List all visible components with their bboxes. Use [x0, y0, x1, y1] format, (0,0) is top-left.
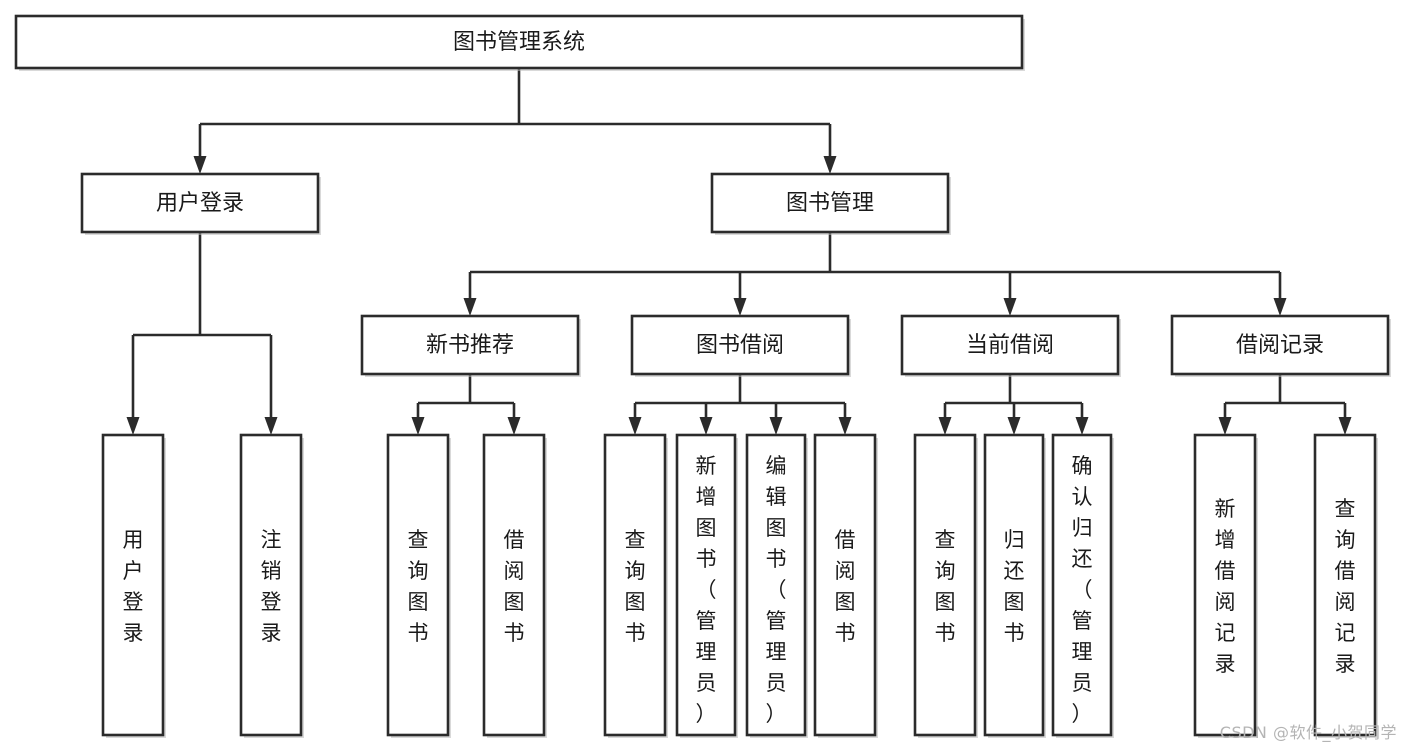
node-l-query3[interactable]: 查询图书 — [913, 433, 978, 738]
arrow-head-icon — [938, 417, 952, 435]
node-l-query2[interactable]: 查询图书 — [603, 433, 668, 738]
node-label: 用户登录 — [123, 528, 144, 645]
edge-group-login — [126, 232, 278, 435]
node-label: 注销登录 — [261, 528, 282, 645]
node-l-login[interactable]: 用户登录 — [101, 433, 166, 738]
node-label: 查询图书 — [408, 528, 429, 645]
node-newbook[interactable]: 新书推荐 — [360, 314, 581, 377]
edge-group-root — [193, 68, 837, 174]
node-box[interactable] — [239, 433, 303, 737]
node-label: 借阅记录 — [1236, 333, 1324, 358]
edges-layer — [126, 68, 1352, 435]
node-bookmgmt[interactable]: 图书管理 — [710, 172, 951, 235]
arrow-head-icon — [769, 417, 783, 435]
arrow-head-icon — [264, 417, 278, 435]
node-label: 新书推荐 — [426, 333, 514, 358]
node-l-borrow2[interactable]: 借阅图书 — [813, 433, 878, 738]
node-box[interactable] — [745, 433, 807, 737]
node-l-queryrec[interactable]: 查询借阅记录 — [1313, 433, 1378, 738]
arrow-head-icon — [507, 417, 521, 435]
node-borrow[interactable]: 图书借阅 — [630, 314, 851, 377]
node-label: 新增借阅记录 — [1215, 497, 1236, 676]
node-l-edit[interactable]: 编辑图书（管理员） — [745, 433, 808, 738]
node-box[interactable] — [1170, 314, 1390, 376]
node-records[interactable]: 借阅记录 — [1170, 314, 1391, 377]
node-box[interactable] — [101, 433, 165, 737]
arrow-head-icon — [1338, 417, 1352, 435]
edge-group-bookmgmt — [463, 232, 1287, 316]
node-label: 图书借阅 — [696, 333, 784, 358]
watermark-label: CSDN @软件_小贺同学 — [1219, 723, 1397, 742]
node-box[interactable] — [14, 14, 1024, 70]
node-label: 图书管理系统 — [453, 30, 585, 55]
node-label: 确认归还（管理员） — [1072, 454, 1093, 726]
node-box[interactable] — [360, 314, 580, 376]
node-box[interactable] — [1313, 433, 1377, 737]
node-l-query1[interactable]: 查询图书 — [386, 433, 451, 738]
node-l-logout[interactable]: 注销登录 — [239, 433, 304, 738]
node-box[interactable] — [710, 172, 950, 234]
node-box[interactable] — [386, 433, 450, 737]
arrow-head-icon — [126, 417, 140, 435]
node-l-return[interactable]: 归还图书 — [983, 433, 1046, 738]
node-label: 查询图书 — [625, 528, 646, 645]
node-box[interactable] — [1193, 433, 1257, 737]
arrow-head-icon — [1218, 417, 1232, 435]
arrow-head-icon — [1003, 298, 1017, 316]
node-l-confirm[interactable]: 确认归还（管理员） — [1051, 433, 1114, 738]
node-box[interactable] — [482, 433, 546, 737]
node-label: 查询图书 — [935, 528, 956, 645]
node-label: 借阅图书 — [835, 528, 856, 645]
arrow-head-icon — [1007, 417, 1021, 435]
node-current[interactable]: 当前借阅 — [900, 314, 1121, 377]
node-box[interactable] — [603, 433, 667, 737]
node-login[interactable]: 用户登录 — [80, 172, 321, 235]
arrow-head-icon — [411, 417, 425, 435]
node-l-borrow1[interactable]: 借阅图书 — [482, 433, 547, 738]
node-box[interactable] — [900, 314, 1120, 376]
node-label: 新增图书（管理员） — [696, 454, 717, 726]
node-label: 借阅图书 — [504, 528, 525, 645]
arrow-head-icon — [1075, 417, 1089, 435]
arrow-head-icon — [1273, 298, 1287, 316]
nodes-layer: 图书管理系统用户登录图书管理新书推荐图书借阅当前借阅借阅记录用户登录注销登录查询… — [14, 14, 1391, 738]
node-box[interactable] — [813, 433, 877, 737]
arrow-head-icon — [733, 298, 747, 316]
arrow-head-icon — [823, 156, 837, 174]
node-label: 查询借阅记录 — [1335, 497, 1356, 676]
node-box[interactable] — [913, 433, 977, 737]
node-root[interactable]: 图书管理系统 — [14, 14, 1025, 71]
arrow-head-icon — [628, 417, 642, 435]
node-label: 当前借阅 — [966, 333, 1054, 358]
node-box[interactable] — [630, 314, 850, 376]
node-box[interactable] — [675, 433, 737, 737]
node-box[interactable] — [80, 172, 320, 234]
arrow-head-icon — [193, 156, 207, 174]
node-box[interactable] — [983, 433, 1045, 737]
node-label: 编辑图书（管理员） — [766, 454, 787, 726]
edge-group-records — [1218, 374, 1352, 435]
node-box[interactable] — [1051, 433, 1113, 737]
node-label: 归还图书 — [1004, 528, 1025, 645]
node-l-add[interactable]: 新增图书（管理员） — [675, 433, 738, 738]
node-l-addrec[interactable]: 新增借阅记录 — [1193, 433, 1258, 738]
edge-group-borrow — [628, 374, 852, 435]
node-label: 用户登录 — [156, 191, 244, 216]
arrow-head-icon — [838, 417, 852, 435]
node-label: 图书管理 — [786, 191, 874, 216]
edge-group-newbook — [411, 374, 521, 435]
arrow-head-icon — [463, 298, 477, 316]
edge-group-current — [938, 374, 1089, 435]
arrow-head-icon — [699, 417, 713, 435]
